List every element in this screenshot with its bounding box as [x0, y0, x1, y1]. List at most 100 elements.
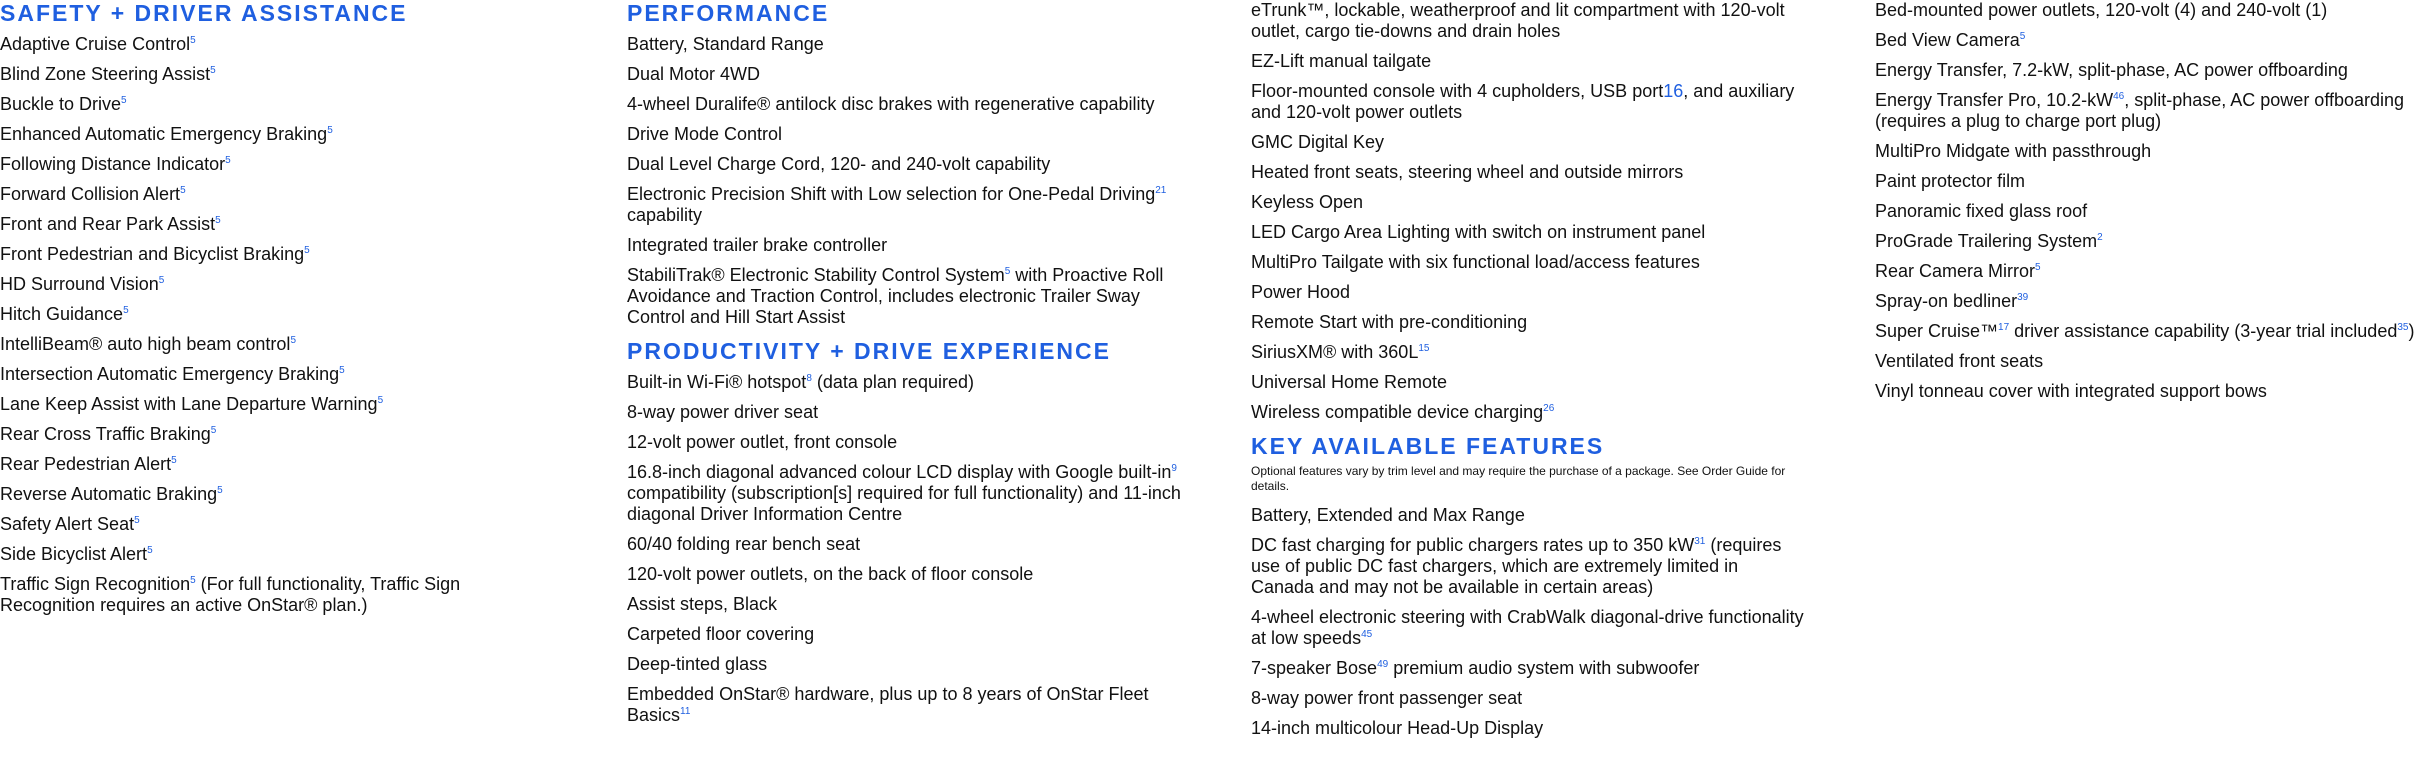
section-note: Optional features vary by trim level and… — [1251, 464, 1786, 493]
feature-text: 4-wheel Duralife® antilock disc brakes w… — [627, 94, 1155, 114]
feature-text: StabiliTrak® Electronic Stability Contro… — [627, 265, 1005, 285]
footnote-marker: 5 — [215, 215, 221, 226]
feature-item: MultiPro Midgate with passthrough — [1875, 141, 2430, 162]
feature-item: 7-speaker Bose49 premium audio system wi… — [1251, 658, 1806, 679]
footnote-marker: 49 — [1377, 659, 1389, 670]
feature-text: Keyless Open — [1251, 192, 1364, 212]
feature-text: DC fast charging for public chargers rat… — [1251, 535, 1695, 555]
feature-item: Built-in Wi-Fi® hotspot8 (data plan requ… — [627, 372, 1182, 393]
feature-item: Dual Motor 4WD — [627, 64, 1182, 85]
feature-text: Rear Camera Mirror — [1875, 261, 2036, 281]
section-heading: PRODUCTIVITY + DRIVE EXPERIENCE — [627, 338, 1111, 364]
feature-item: Hitch Guidance5 — [0, 304, 555, 325]
footnote-marker: 5 — [2019, 31, 2026, 42]
feature-text: Forward Collision Alert — [0, 184, 181, 204]
feature-item: Bed-mounted power outlets, 120-volt (4) … — [1875, 0, 2430, 21]
feature-text-continued: (data plan required) — [811, 372, 974, 392]
feature-item: Energy Transfer, 7.2-kW, split-phase, AC… — [1875, 60, 2430, 81]
feature-text: Drive Mode Control — [627, 124, 783, 144]
footnote-marker: 26 — [1543, 403, 1555, 414]
feature-text: Floor-mounted console with 4 cupholders,… — [1251, 81, 1664, 101]
feature-item: Integrated trailer brake controller — [627, 235, 1182, 256]
feature-item: Front and Rear Park Assist5 — [0, 214, 555, 235]
footnote-marker: 11 — [680, 706, 691, 717]
feature-item: IntelliBeam® auto high beam control5 — [0, 334, 555, 355]
feature-text-continued: with Proactive Roll Avoidance and Tracti… — [627, 265, 1164, 327]
feature-item: Vinyl tonneau cover with integrated supp… — [1875, 381, 2430, 402]
feature-item: Rear Camera Mirror5 — [1875, 261, 2430, 282]
feature-item: Assist steps, Black — [627, 594, 1182, 615]
feature-text: Integrated trailer brake controller — [627, 235, 888, 255]
feature-text: Paint protector film — [1875, 171, 2026, 191]
footnote-marker: 5 — [147, 545, 153, 556]
footnote-marker: 31 — [1694, 536, 1706, 547]
feature-text-continued: , split-phase, AC power offboarding (req… — [1875, 90, 2405, 131]
footnote-marker: 5 — [210, 425, 217, 436]
footnote-marker: 5 — [190, 575, 196, 586]
feature-item: Dual Level Charge Cord, 120- and 240-vol… — [627, 154, 1182, 175]
footnote-marker: 15 — [1418, 343, 1430, 354]
feature-item: 60/40 folding rear bench seat — [627, 534, 1182, 555]
feature-item: Remote Start with pre-conditioning — [1251, 312, 1806, 333]
feature-item: Keyless Open — [1251, 192, 1806, 213]
feature-text: MultiPro Midgate with passthrough — [1875, 141, 2152, 161]
feature-text: Lane Keep Assist with Lane Departure War… — [0, 394, 378, 414]
footnote-marker: 5 — [377, 395, 384, 406]
feature-item: Energy Transfer Pro, 10.2-kW46, split-ph… — [1875, 90, 2430, 132]
feature-text: Panoramic fixed glass roof — [1875, 201, 2088, 221]
feature-item: Embedded OnStar® hardware, plus up to 8 … — [627, 684, 1182, 726]
feature-text: Buckle to Drive — [0, 94, 122, 114]
column-1: SAFETY + DRIVER ASSISTANCE Adaptive Crui… — [0, 0, 555, 625]
feature-list: Bed-mounted power outlets, 120-volt (4) … — [1875, 0, 2430, 402]
feature-list: eTrunk™, lockable, weatherproof and lit … — [1251, 0, 1806, 423]
feature-item: SiriusXM® with 360L15 — [1251, 342, 1806, 363]
footnote-marker: 5 — [225, 155, 231, 166]
feature-item: 120-volt power outlets, on the back of f… — [627, 564, 1182, 585]
feature-item: Lane Keep Assist with Lane Departure War… — [0, 394, 555, 415]
feature-item: Battery, Standard Range — [627, 34, 1182, 55]
feature-text: Spray-on bedliner — [1875, 291, 2018, 311]
feature-text: Carpeted floor covering — [627, 624, 815, 644]
footnote-marker: 5 — [180, 185, 186, 196]
feature-text: Electronic Precision Shift with Low sele… — [627, 184, 1156, 204]
footnote-marker: 9 — [1171, 463, 1177, 474]
feature-text: Safety Alert Seat — [0, 514, 135, 534]
feature-text: Remote Start with pre-conditioning — [1251, 312, 1528, 332]
feature-item: Traffic Sign Recognition5 (For full func… — [0, 574, 555, 616]
column-3: eTrunk™, lockable, weatherproof and lit … — [1251, 0, 1806, 748]
feature-text: Vinyl tonneau cover with integrated supp… — [1875, 381, 2267, 401]
feature-text: Battery, Standard Range — [627, 34, 824, 54]
feature-item: Super Cruise™17 driver assistance capabi… — [1875, 321, 2430, 342]
feature-text: eTrunk™, lockable, weatherproof and lit … — [1251, 0, 1785, 41]
feature-item: Intersection Automatic Emergency Braking… — [0, 364, 555, 385]
feature-item: MultiPro Tailgate with six functional lo… — [1251, 252, 1806, 273]
footnote-marker: 5 — [171, 455, 177, 466]
feature-item: Heated front seats, steering wheel and o… — [1251, 162, 1806, 183]
footnote-marker: 5 — [290, 335, 296, 346]
feature-text: Dual Motor 4WD — [627, 64, 761, 84]
feature-text-continued: (For full functionality, Traffic Sign Re… — [0, 574, 461, 615]
feature-item: Side Bicyclist Alert5 — [0, 544, 555, 565]
feature-item: Front Pedestrian and Bicyclist Braking5 — [0, 244, 555, 265]
footnote-marker: 5 — [210, 65, 216, 76]
feature-item: StabiliTrak® Electronic Stability Contro… — [627, 265, 1182, 328]
feature-text: Traffic Sign Recognition — [0, 574, 191, 594]
feature-text: HD Surround Vision — [0, 274, 159, 294]
feature-item: 4-wheel electronic steering with CrabWal… — [1251, 607, 1806, 649]
feature-text: Rear Pedestrian Alert — [0, 454, 172, 474]
feature-item: Adaptive Cruise Control5 — [0, 34, 555, 55]
feature-item: Universal Home Remote — [1251, 372, 1806, 393]
feature-item: Safety Alert Seat5 — [0, 514, 555, 535]
feature-text: 16.8-inch diagonal advanced colour LCD d… — [627, 462, 1172, 482]
feature-text: Hitch Guidance — [0, 304, 124, 324]
feature-text: Deep-tinted glass — [627, 654, 768, 674]
feature-item: Following Distance Indicator5 — [0, 154, 555, 175]
feature-text: Assist steps, Black — [627, 594, 778, 614]
section-heading: SAFETY + DRIVER ASSISTANCE — [0, 0, 408, 26]
footnote-marker: 5 — [134, 515, 140, 526]
feature-text: IntelliBeam® auto high beam control — [0, 334, 291, 354]
feature-text: GMC Digital Key — [1251, 132, 1385, 152]
feature-item: Forward Collision Alert5 — [0, 184, 555, 205]
